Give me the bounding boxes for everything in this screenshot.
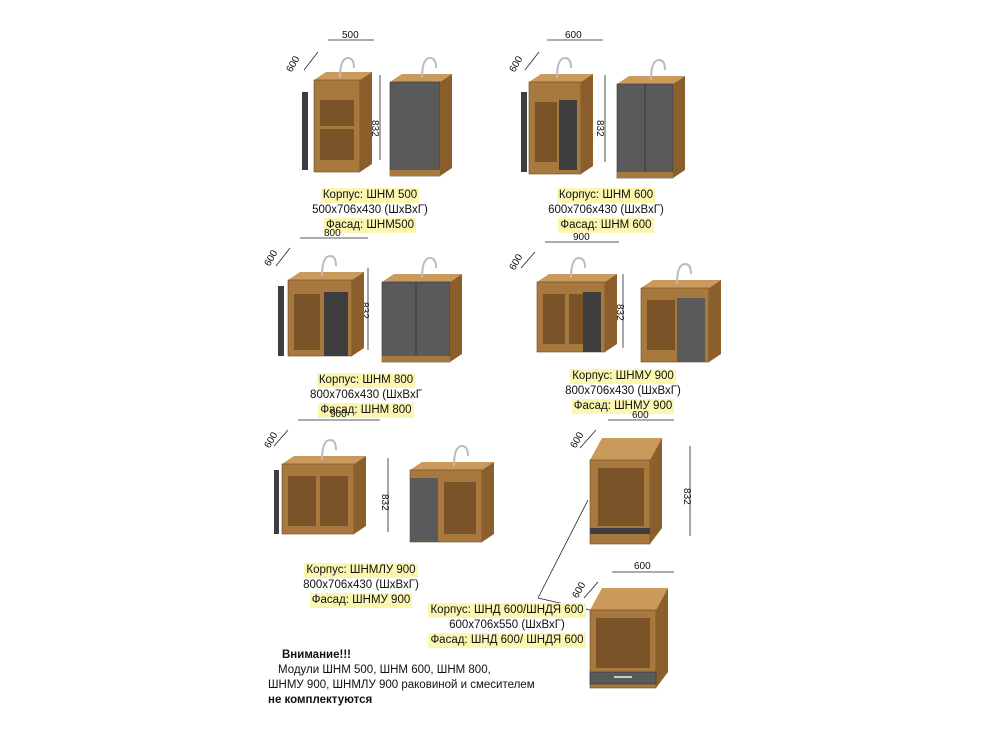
shmu900-drawing: 900 600 832 — [508, 232, 721, 363]
note-title: Внимание!!! — [282, 649, 351, 661]
caption-shd600: Корпус: ШНД 600/ШНДЯ 600 600x706x550 (Шх… — [426, 603, 588, 648]
caption-shm600: Корпус: ШНМ 600 600x706x430 (ШхВхГ) Фаса… — [536, 188, 676, 233]
note-line-1: Модули ШНМ 500, ШНМ 600, ШНМ 800, — [278, 664, 491, 676]
dim-depth: 600 — [508, 54, 526, 74]
size-label: 800x706x430 (ШхВхГ — [310, 389, 422, 401]
korpus-label: Корпус: ШНМУ 900 — [570, 369, 676, 384]
fasad-label: Фасад: ШНМУ 900 — [571, 399, 675, 414]
dim-width: 800 — [324, 228, 341, 239]
dim-height: 832 — [369, 120, 380, 137]
shm800-drawing: 800 600 832 — [263, 228, 462, 363]
dim-height: 832 — [359, 302, 370, 319]
dim-width: 900 — [330, 409, 347, 420]
caption-shm800: Корпус: ШНМ 800 800x706x430 (ШхВхГ Фасад… — [296, 373, 436, 418]
dim-height: 832 — [594, 120, 605, 137]
dim-depth-2: 600 — [571, 580, 589, 600]
shmlu900-drawing: 900 600 832 — [263, 409, 494, 543]
note-line-2: ШНМУ 900, ШНМЛУ 900 раковиной и смесител… — [268, 679, 535, 691]
dim-depth: 600 — [263, 430, 281, 450]
note-line-3: не комплектуются — [268, 694, 373, 706]
shd600-drawing: 600 600 832 600 600 — [537, 410, 692, 689]
size-label: 800x706x430 (ШхВхГ) — [565, 385, 681, 397]
warning-note: Внимание!!! Модули ШНМ 500, ШНМ 600, ШНМ… — [268, 648, 535, 708]
dim-width-2: 600 — [634, 561, 651, 572]
dim-depth: 600 — [569, 430, 587, 450]
fasad-label: Фасад: ШНМ 600 — [558, 218, 654, 233]
caption-shmu900: Корпус: ШНМУ 900 800x706x430 (ШхВхГ) Фас… — [548, 369, 698, 414]
size-label: 500x706x430 (ШхВхГ) — [312, 204, 428, 216]
korpus-label: Корпус: ШНМ 600 — [556, 188, 656, 203]
dim-depth: 600 — [263, 248, 281, 268]
size-label: 600x706x430 (ШхВхГ) — [548, 204, 664, 216]
dim-depth: 600 — [508, 252, 526, 272]
dim-depth: 600 — [285, 54, 303, 74]
korpus-label: Корпус: ШНМЛУ 900 — [304, 563, 418, 578]
dim-width: 500 — [342, 30, 359, 41]
shm600-drawing: 600 600 832 — [508, 30, 685, 179]
caption-shmlu900: Корпус: ШНМЛУ 900 800x706x430 (ШхВхГ) Фа… — [286, 563, 436, 608]
shm500-drawing: 500 600 832 — [285, 30, 452, 177]
fasad-label: Фасад: ШНМ500 — [324, 218, 416, 233]
korpus-label: Корпус: ШНД 600/ШНДЯ 600 — [428, 603, 586, 618]
fasad-label: Фасад: ШНМ 800 — [318, 403, 414, 418]
dim-height: 832 — [681, 488, 692, 505]
dim-width: 600 — [632, 410, 649, 421]
dim-width: 600 — [565, 30, 582, 41]
dim-width: 900 — [573, 232, 590, 243]
size-label: 800x706x430 (ШхВхГ) — [303, 579, 419, 591]
fasad-label: Фасад: ШНД 600/ ШНДЯ 600 — [428, 633, 586, 648]
korpus-label: Корпус: ШНМ 800 — [316, 373, 416, 388]
korpus-label: Корпус: ШНМ 500 — [320, 188, 420, 203]
caption-shm500: Корпус: ШНМ 500 500x706x430 (ШхВхГ) Фаса… — [300, 188, 440, 233]
size-label: 600x706x550 (ШхВхГ) — [449, 619, 565, 631]
fasad-label: Фасад: ШНМУ 900 — [309, 593, 413, 608]
dim-height: 832 — [614, 304, 625, 321]
dim-height: 832 — [379, 494, 390, 511]
